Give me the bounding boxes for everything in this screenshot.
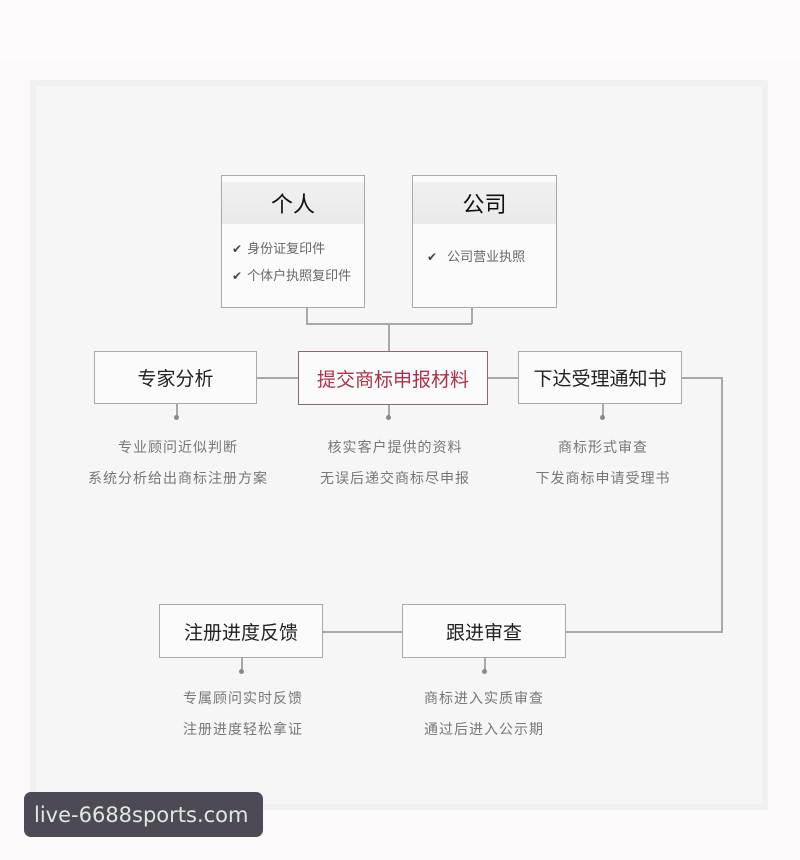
desc-review: 商标进入实质审查通过后进入公示期	[424, 691, 544, 738]
connector	[323, 631, 402, 633]
watermark-badge: live-6688sports.com	[24, 792, 263, 837]
step-progress-feedback: 注册进度反馈	[159, 604, 323, 658]
connector	[682, 377, 722, 379]
list-item: ✔身份证复印件	[232, 242, 326, 257]
list-item: ✔个体户执照复印件	[232, 269, 352, 284]
tick	[484, 658, 486, 670]
tick	[176, 404, 178, 416]
step-expert-analysis: 专家分析	[94, 351, 257, 404]
card-title: 公司	[413, 182, 556, 224]
diagram-panel	[30, 80, 768, 810]
desc-submit: 核实客户提供的资料无误后递交商标尽申报	[320, 440, 470, 487]
connector	[471, 307, 473, 324]
desc-notice: 商标形式审查下发商标申请受理书	[535, 440, 671, 487]
step-issue-notice: 下达受理通知书	[518, 351, 682, 404]
dot-marker	[600, 415, 605, 420]
check-icon: ✔	[232, 269, 243, 283]
desc-feedback: 专属顾问实时反馈注册进度轻松拿证	[183, 691, 303, 738]
dot-marker	[239, 669, 244, 674]
tick	[241, 658, 243, 670]
connector	[306, 307, 308, 324]
dot-marker	[386, 415, 391, 420]
dot-marker	[174, 415, 179, 420]
dot-marker	[482, 669, 487, 674]
list-item: ✔公司营业执照	[427, 250, 526, 265]
connector	[388, 323, 390, 351]
connector	[257, 377, 298, 379]
card-individual: 个人 ✔身份证复印件 ✔个体户执照复印件	[221, 175, 365, 308]
tick	[388, 405, 390, 416]
check-icon: ✔	[427, 250, 438, 264]
desc-expert: 专业顾问近似判断系统分析给出商标注册方案	[88, 440, 268, 487]
tick	[602, 404, 604, 416]
connector	[565, 631, 723, 633]
connector	[488, 377, 518, 379]
top-band	[0, 0, 800, 62]
card-company: 公司 ✔公司营业执照	[412, 175, 557, 308]
card-title: 个人	[222, 182, 364, 224]
check-icon: ✔	[232, 242, 243, 256]
connector	[721, 377, 723, 632]
step-submit-materials: 提交商标申报材料	[298, 351, 488, 405]
step-follow-review: 跟进审查	[402, 604, 566, 658]
